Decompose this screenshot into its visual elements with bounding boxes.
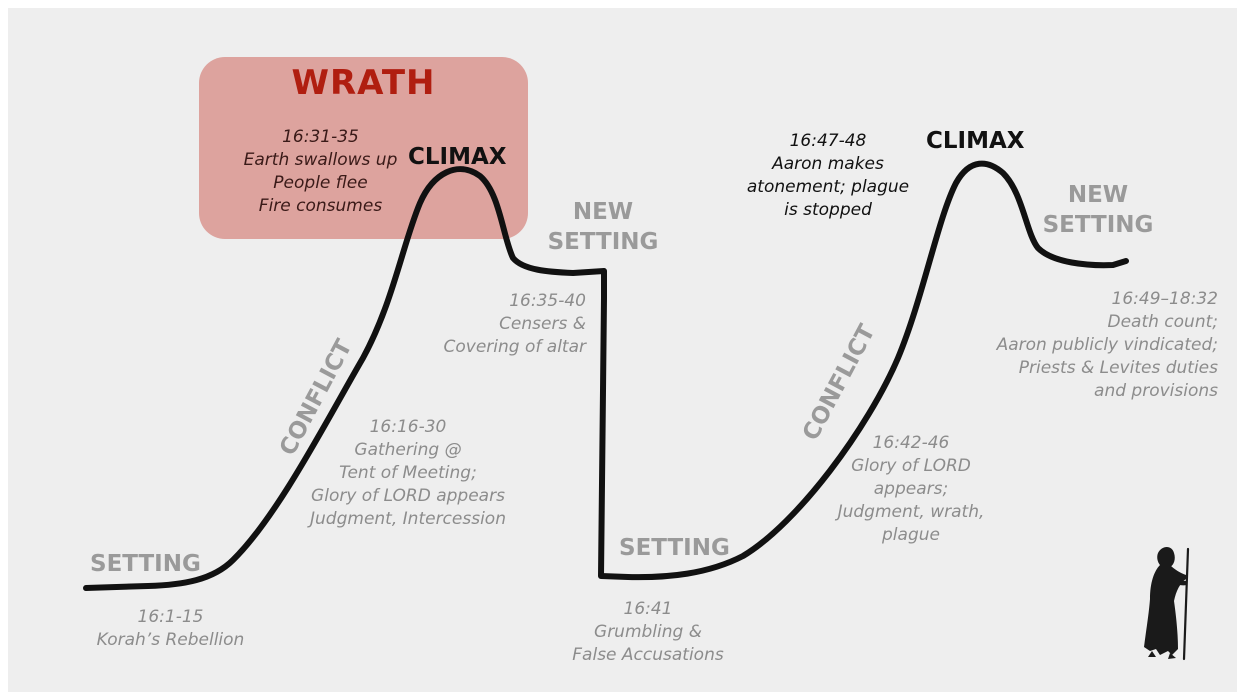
note-earth: 16:31-35 Earth swallows up People flee F… [233,126,408,218]
note-glory-line-2: appears; [873,479,949,499]
stage-new-setting-2-line-2: SETTING [1042,212,1154,238]
note-censers-line-2: Covering of altar [443,337,586,357]
plot-line-path [83,160,1129,591]
stage-new-setting-1-line-2: SETTING [547,229,659,255]
note-korah-line-1: Korah’s Rebellion [96,630,245,650]
plot-diagram-slide: WRATH SETTING CONFLICT CLIMAX NEW SETTIN… [8,8,1237,692]
note-gathering-line-4: Judgment, Intercession [310,509,506,529]
note-gathering-line-2: Tent of Meeting; [339,463,477,483]
wrath-title: WRATH [291,63,436,103]
note-grumbling: 16:41 Grumbling & False Accusations [563,598,733,667]
stage-new-setting-2: NEW SETTING [1038,180,1158,240]
note-death-line-4: and provisions [1094,381,1218,401]
note-gathering-line-1: Gathering @ [354,440,462,460]
stage-new-setting-1: NEW SETTING [543,197,663,257]
plot-curve [83,160,1129,591]
note-glory-line-3: Judgment, wrath, [837,502,985,522]
note-earth-ref: 16:31-35 [282,127,359,147]
note-grumbling-ref: 16:41 [623,599,673,619]
note-death: 16:49–18:32 Death count; Aaron publicly … [948,288,1218,403]
note-aaron-line-2: atonement; plague [746,177,910,197]
note-aaron: 16:47-48 Aaron makes atonement; plague i… [728,130,928,222]
note-korah: 16:1-15 Korah’s Rebellion [78,606,263,652]
stage-climax-2: CLIMAX [926,128,1025,154]
note-glory-line-1: Glory of LORD [851,456,971,476]
note-korah-ref: 16:1-15 [137,607,204,627]
note-gathering: 16:16-30 Gathering @ Tent of Meeting; Gl… [288,416,528,531]
robed-figure-with-staff-icon [1144,547,1190,661]
note-gathering-line-3: Glory of LORD appears [311,486,505,506]
note-death-line-3: Priests & Levites duties [1018,358,1218,378]
note-death-ref: 16:49–18:32 [1111,289,1218,309]
note-censers-ref: 16:35-40 [509,291,586,311]
note-earth-line-3: Fire consumes [258,196,383,216]
wrath-highlight-box [199,57,528,239]
stage-new-setting-2-line-1: NEW [1067,182,1129,208]
note-gathering-ref: 16:16-30 [369,417,447,437]
note-aaron-line-3: is stopped [784,200,872,220]
stage-new-setting-1-line-1: NEW [572,199,634,225]
note-glory: 16:42-46 Glory of LORD appears; Judgment… [816,432,1006,547]
note-glory-line-4: plague [882,525,940,545]
note-glory-ref: 16:42-46 [872,433,950,453]
note-earth-line-2: People flee [273,173,368,193]
note-grumbling-line-2: False Accusations [572,645,724,665]
note-death-line-1: Death count; [1107,312,1219,332]
stage-setting-1: SETTING [90,551,201,577]
note-censers: 16:35-40 Censers & Covering of altar [408,290,586,359]
note-earth-line-1: Earth swallows up [243,150,398,170]
note-aaron-line-1: Aaron makes [772,154,884,174]
note-aaron-ref: 16:47-48 [789,131,867,151]
note-grumbling-line-1: Grumbling & [594,622,702,642]
note-censers-line-1: Censers & [499,314,586,334]
note-death-line-2: Aaron publicly vindicated; [996,335,1218,355]
stage-setting-2: SETTING [619,535,730,561]
stage-climax-1: CLIMAX [408,144,507,170]
